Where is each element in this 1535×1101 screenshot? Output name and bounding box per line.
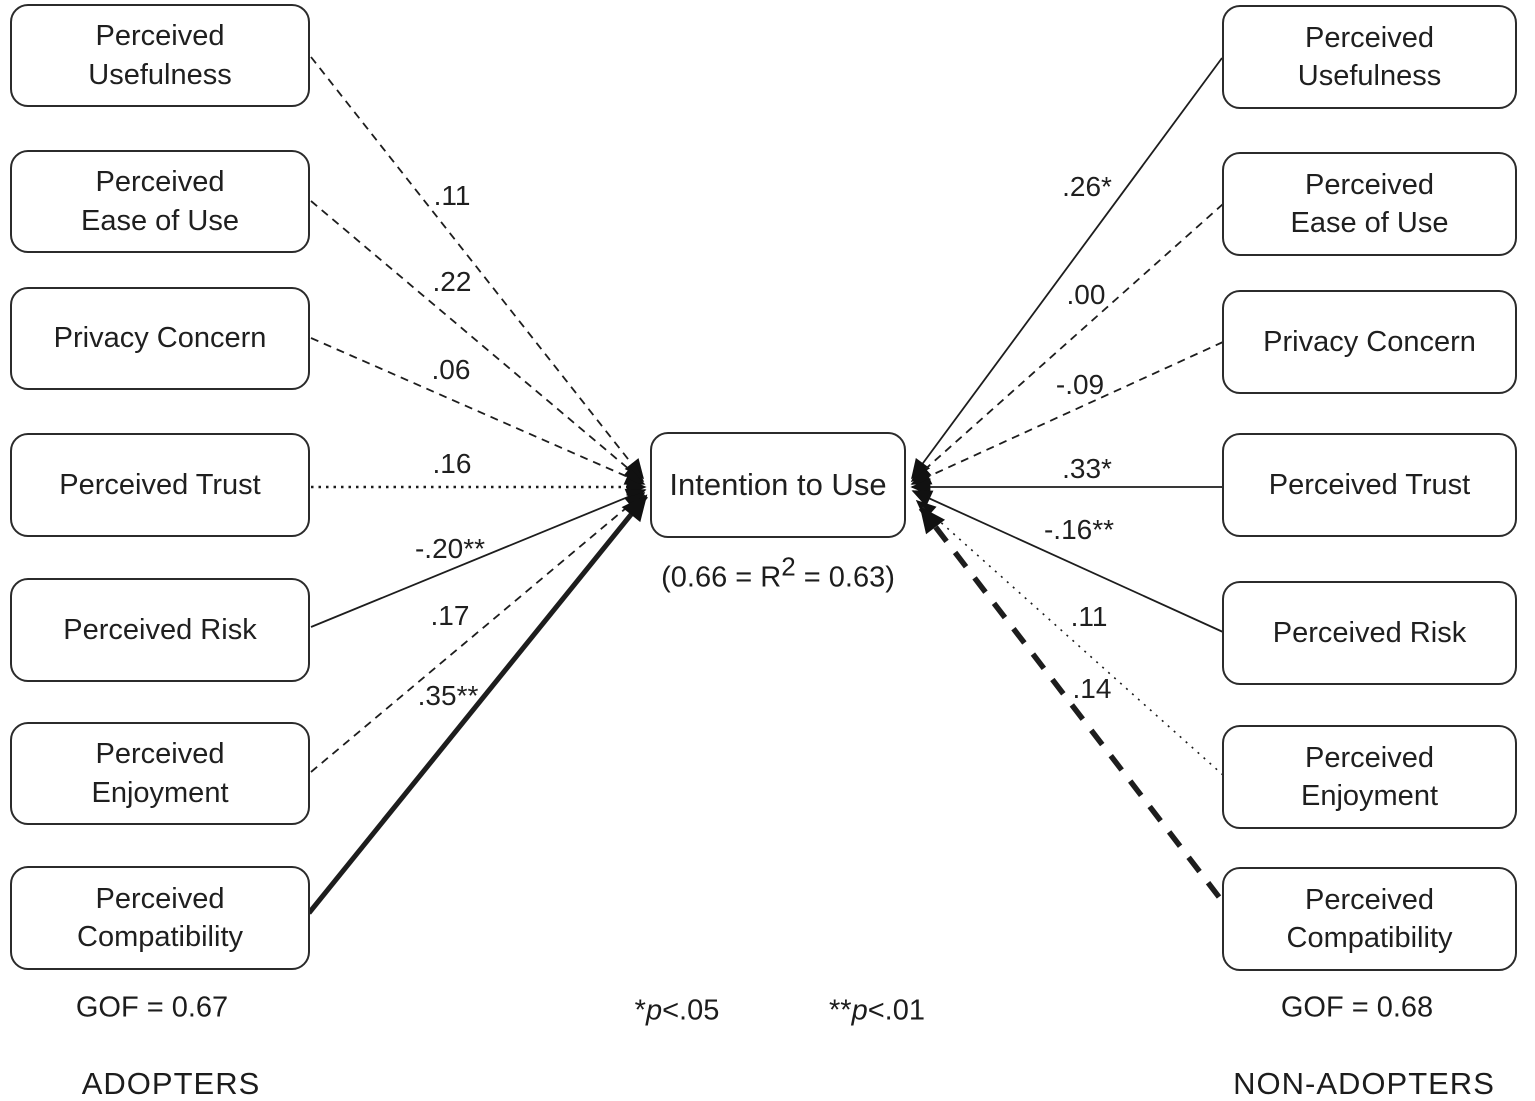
node-nonadopters-perceived-compatibility: Perceived Compatibility <box>1222 867 1517 971</box>
r2-prefix: (0.66 = R <box>661 561 782 594</box>
coef-nonadopters-ease-of-use: .00 <box>1066 279 1106 310</box>
r-squared-annotation: (0.66 = R2 = 0.63) <box>661 552 895 595</box>
node-nonadopters-privacy-concern: Privacy Concern <box>1222 290 1517 394</box>
gof-adopters: GOF = 0.67 <box>75 991 229 1024</box>
node-label: Perceived Enjoyment <box>91 738 229 809</box>
node-adopters-perceived-trust: Perceived Trust <box>10 433 310 537</box>
path-adopters-usefulness <box>310 56 644 480</box>
coef-nonadopters-usefulness: .26* <box>1062 171 1112 202</box>
coef-nonadopters-risk: -.16** <box>1043 514 1115 545</box>
node-label: Perceived Risk <box>1272 616 1467 649</box>
node-nonadopters-perceived-risk: Perceived Risk <box>1222 581 1517 685</box>
significance-note-p05: *p<.05 <box>635 995 720 1028</box>
path-adopters-compatibility <box>307 494 648 915</box>
node-intention-to-use: Intention to Use <box>650 432 906 538</box>
group-label-nonadopters: NON-ADOPTERS <box>1233 1066 1495 1101</box>
coef-adopters-privacy: .06 <box>431 354 471 385</box>
r2-suffix: = 0.63) <box>795 561 895 594</box>
path-nonadopters-usefulness <box>911 57 1223 480</box>
sig-stars: ** <box>829 994 852 1027</box>
node-adopters-perceived-compatibility: Perceived Compatibility <box>10 866 310 970</box>
coef-adopters-compatibility: .35** <box>417 680 479 711</box>
sig-stars: * <box>634 994 646 1027</box>
sig-threshold: <.01 <box>867 994 925 1027</box>
coef-nonadopters-enjoyment: .11 <box>1070 601 1108 632</box>
node-label: Perceived Compatibility <box>1286 883 1453 954</box>
coef-adopters-enjoyment: .17 <box>430 600 470 631</box>
path-adopters-risk <box>310 488 647 628</box>
path-adopters-enjoyment <box>310 491 646 773</box>
gof-nonadopters: GOF = 0.68 <box>1280 991 1434 1024</box>
group-label-adopters: ADOPTERS <box>81 1066 261 1101</box>
node-nonadopters-perceived-ease-of-use: Perceived Ease of Use <box>1222 152 1517 256</box>
path-nonadopters-compatibility <box>918 506 1222 899</box>
sig-threshold: <.05 <box>662 994 720 1027</box>
node-label: Perceived Trust <box>59 468 261 501</box>
coef-adopters-risk: -.20** <box>414 533 486 564</box>
significance-note-p01: **p<.01 <box>829 995 925 1028</box>
node-label: Perceived Ease of Use <box>81 166 239 237</box>
node-nonadopters-perceived-trust: Perceived Trust <box>1222 433 1517 537</box>
node-label: Perceived Risk <box>63 613 257 646</box>
path-adopters-ease-of-use <box>310 200 645 483</box>
coef-nonadopters-compatibility: .14 <box>1072 673 1112 704</box>
node-adopters-privacy-concern: Privacy Concern <box>10 287 310 390</box>
node-adopters-perceived-ease-of-use: Perceived Ease of Use <box>10 150 310 253</box>
node-adopters-perceived-enjoyment: Perceived Enjoyment <box>10 722 310 825</box>
node-label: Privacy Concern <box>53 322 267 355</box>
path-adopters-privacy <box>310 337 646 485</box>
sig-p: p <box>645 994 663 1027</box>
node-adopters-perceived-usefulness: Perceived Usefulness <box>10 4 310 107</box>
node-label: Perceived Ease of Use <box>1290 168 1449 239</box>
node-label: Perceived Trust <box>1268 468 1471 501</box>
node-label: Perceived Usefulness <box>88 20 232 91</box>
coef-adopters-ease-of-use: .22 <box>432 266 472 297</box>
r2-superscript: 2 <box>781 551 796 582</box>
coef-adopters-trust: .16 <box>432 448 472 479</box>
coef-nonadopters-privacy: -.09 <box>1055 369 1105 400</box>
coef-adopters-usefulness: .11 <box>433 180 471 211</box>
path-nonadopters-risk <box>911 490 1224 633</box>
node-label: Perceived Enjoyment <box>1300 741 1438 812</box>
node-label: Perceived Compatibility <box>77 882 243 953</box>
node-nonadopters-perceived-usefulness: Perceived Usefulness <box>1222 5 1517 109</box>
node-label: Intention to Use <box>669 466 887 502</box>
path-nonadopters-ease-of-use <box>910 203 1224 483</box>
node-nonadopters-perceived-enjoyment: Perceived Enjoyment <box>1222 725 1517 829</box>
sig-p: p <box>851 994 868 1027</box>
path-nonadopters-privacy <box>910 341 1224 485</box>
coef-nonadopters-trust: .33* <box>1062 453 1112 484</box>
node-adopters-perceived-risk: Perceived Risk <box>10 578 310 682</box>
node-label: Perceived Usefulness <box>1297 21 1442 92</box>
node-label: Privacy Concern <box>1263 325 1476 358</box>
